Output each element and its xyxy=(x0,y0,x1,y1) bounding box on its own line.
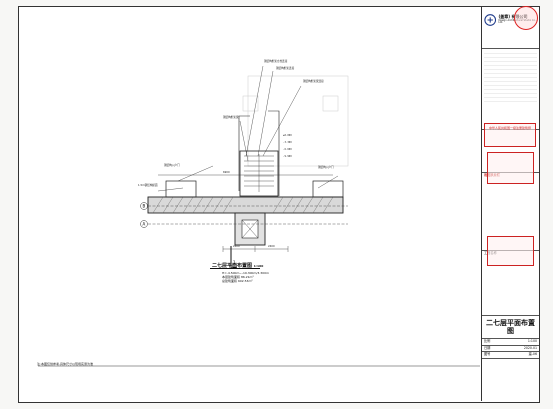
stair-core xyxy=(238,110,280,197)
company-logo-icon xyxy=(484,14,497,26)
axis-b-label: B xyxy=(143,204,146,209)
svg-text:钢结构入户门: 钢结构入户门 xyxy=(164,163,180,167)
dim-2400: 2400 xyxy=(233,244,240,248)
elevation-marks: ±0.000 -3.300 -6.600 -9.900 xyxy=(283,134,292,158)
svg-text:钢结构框架连接: 钢结构框架连接 xyxy=(276,66,295,70)
svg-text:钢结构框架立柱连接: 钢结构框架立柱连接 xyxy=(264,59,288,63)
right-wing xyxy=(312,180,344,198)
cert-block xyxy=(482,49,539,130)
svg-text:1.5m钢结构屋面: 1.5m钢结构屋面 xyxy=(138,183,158,187)
approval-stamp xyxy=(487,236,534,266)
leader-lines xyxy=(157,65,339,192)
svg-text:-9.900: -9.900 xyxy=(283,155,292,158)
floor-notes: H=-4.500m~-19.300m/3.300m 本层建筑面积 86.21m²… xyxy=(222,271,269,284)
left-wing xyxy=(165,180,197,198)
architect-stamp: 中华人民共和国一级注册建筑师 xyxy=(484,123,536,147)
main-slab xyxy=(147,196,344,214)
svg-text:-6.600: -6.600 xyxy=(283,148,292,151)
svg-text:-3.300: -3.300 xyxy=(283,141,292,144)
title-underline xyxy=(210,268,260,269)
axis-a-label: A xyxy=(143,222,146,227)
note-labels: 钢结构框架立柱连接 钢结构框架连接 钢结构框架梁连接 钢结构框架梁 钢结构入户门… xyxy=(138,59,334,187)
floor-plan-title: 二七层平面布置图 1:100 xyxy=(212,263,264,269)
sheet-no-row: 图号建-06 xyxy=(482,352,539,360)
dim-2400-b: 2400 xyxy=(268,244,275,248)
axis-lines xyxy=(148,205,348,225)
title-block: (盖章) 有限公司 Design Architectural Studio Co… xyxy=(481,6,539,401)
drawing-footnote: 注:本图仅供参考,具体尺寸以现场实测为准 xyxy=(37,362,93,366)
review-stamp xyxy=(487,152,534,184)
dim-6900: 6900 xyxy=(223,170,230,174)
floor-plan-drawing: 钢结构框架立柱连接 钢结构框架连接 钢结构框架梁连接 钢结构框架梁 钢结构入户门… xyxy=(38,59,480,367)
svg-text:钢结构入户门: 钢结构入户门 xyxy=(318,165,334,169)
lower-shaft xyxy=(234,212,266,246)
svg-text:±0.000: ±0.000 xyxy=(283,134,292,137)
sheet-title: 二七层平面布置图 xyxy=(482,316,539,340)
svg-text:1: 1 xyxy=(233,260,236,265)
svg-text:钢结构框架梁: 钢结构框架梁 xyxy=(223,115,239,119)
svg-text:钢结构框架梁连接: 钢结构框架梁连接 xyxy=(303,79,324,83)
dimension-lines xyxy=(158,174,333,252)
company-seal xyxy=(514,6,538,30)
